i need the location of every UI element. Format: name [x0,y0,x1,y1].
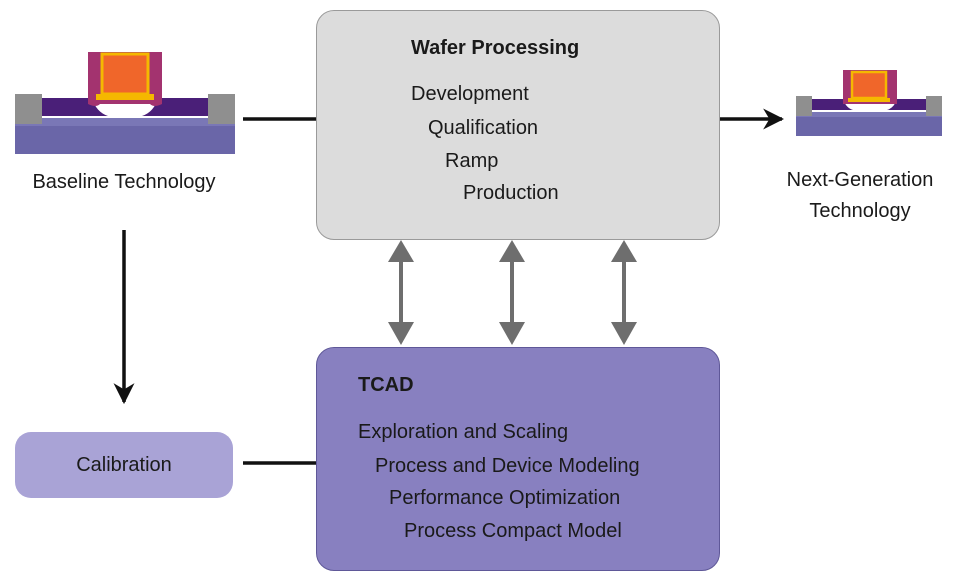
tcad-step-compact-model: Process Compact Model [404,520,622,542]
wafer-step-development: Development [411,83,529,105]
tcad-title: TCAD [358,374,414,396]
next-generation-label-line2: Technology [809,200,911,222]
wafer-step-ramp: Ramp [445,150,499,172]
tcad-box [316,347,720,571]
bidirectional-arrow-2 [499,240,525,345]
bidirectional-arrow-3 [611,240,637,345]
baseline-transistor-illustration [15,52,235,154]
tcad-step-optimization: Performance Optimization [389,487,621,509]
wafer-step-production: Production [463,182,559,204]
wafer-processing-title: Wafer Processing [411,37,580,59]
baseline-technology-label: Baseline Technology [32,171,216,193]
next-generation-label-line1: Next-Generation [786,169,934,191]
next-gen-transistor-illustration [796,70,942,136]
wafer-step-qualification: Qualification [428,117,539,139]
tcad-step-modeling: Process and Device Modeling [375,455,640,477]
calibration-box [15,432,233,498]
calibration-label: Calibration [76,454,172,476]
bidirectional-arrow-1 [388,240,414,345]
wafer-processing-box [316,10,720,240]
tcad-step-exploration: Exploration and Scaling [358,421,569,443]
